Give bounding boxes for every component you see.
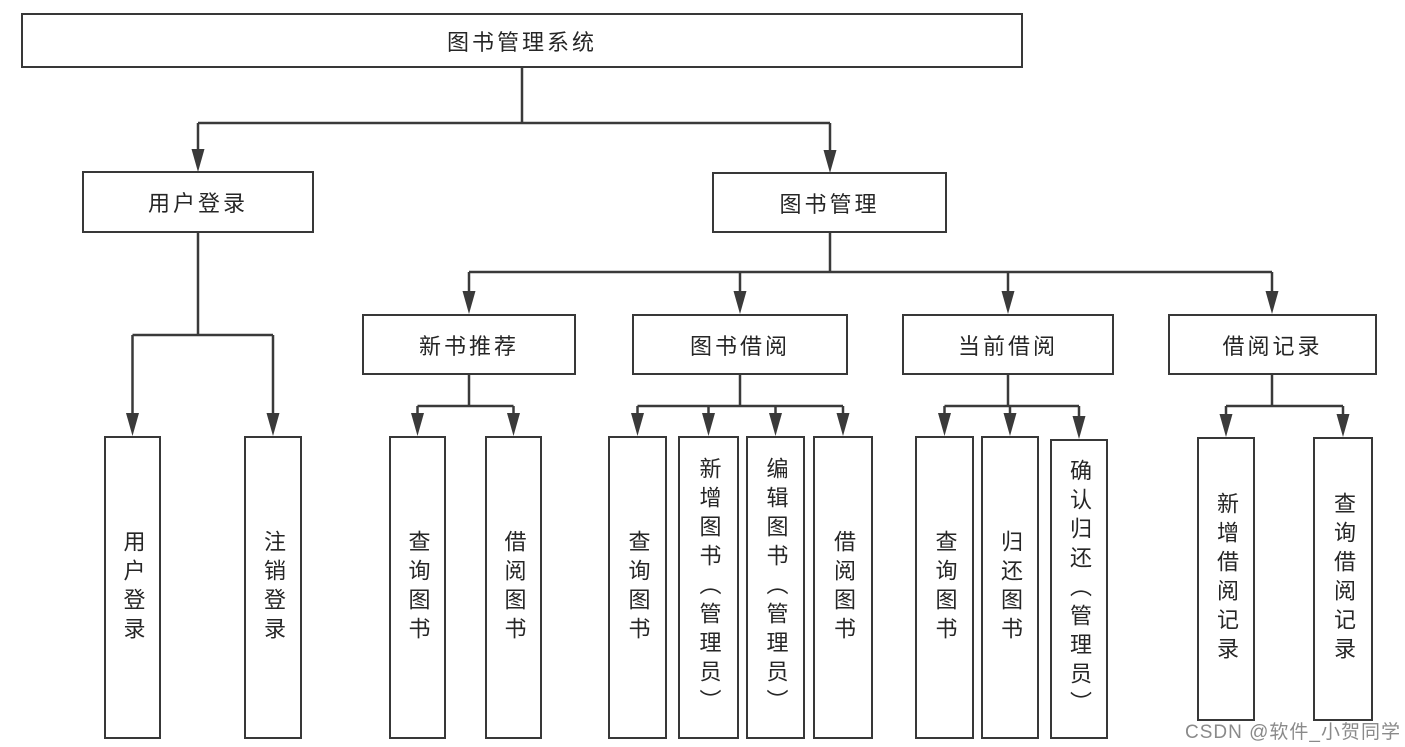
arrowhead-icon xyxy=(266,413,280,436)
arrowhead-icon xyxy=(631,413,644,436)
node-leaf-edit-book-admin: 编辑图书（管理员） xyxy=(746,436,805,739)
arrowhead-icon xyxy=(769,413,782,436)
node-leaf-confirm-return-admin: 确认归还（管理员） xyxy=(1050,439,1108,739)
node-label: 新增图书（管理员） xyxy=(696,457,722,718)
arrowhead-icon xyxy=(823,150,837,173)
arrowhead-icon xyxy=(126,413,139,436)
arrowhead-icon xyxy=(938,413,951,436)
arrowhead-icon xyxy=(1001,291,1015,314)
node-leaf-query-books-recommend: 查询图书 xyxy=(389,436,446,739)
arrowhead-icon xyxy=(733,291,747,314)
arrowhead-icon xyxy=(411,413,424,436)
arrowhead-icon xyxy=(191,149,205,172)
node-leaf-borrow-books-recommend: 借阅图书 xyxy=(485,436,542,739)
connector-currentborrow-branch xyxy=(944,375,1079,408)
arrowhead-icon xyxy=(1072,416,1086,439)
arrowhead-icon xyxy=(836,413,850,436)
watermark: CSDN @软件_小贺同学 xyxy=(1185,722,1401,743)
connector-userlogin-branch xyxy=(132,233,273,337)
arrowhead-icon xyxy=(507,413,520,436)
node-label: 用户登录 xyxy=(120,529,146,646)
arrowhead-icon xyxy=(462,291,476,314)
connector-root-to-level2 xyxy=(198,68,830,125)
node-leaf-query-books-borrow: 查询图书 xyxy=(608,436,667,739)
node-new-book-recommend: 新书推荐 xyxy=(362,314,576,375)
node-user-login: 用户登录 xyxy=(82,171,314,233)
node-leaf-query-borrow-record: 查询借阅记录 xyxy=(1313,437,1373,721)
node-label: 图书管理 xyxy=(779,191,880,217)
node-label: 图书借阅 xyxy=(689,333,790,359)
node-leaf-query-books-current: 查询图书 xyxy=(915,436,974,739)
node-label: 新增借阅记录 xyxy=(1214,492,1239,666)
node-label: 确认归还（管理员） xyxy=(1067,458,1092,720)
arrowhead-icon xyxy=(1003,413,1017,436)
node-leaf-borrow-books: 借阅图书 xyxy=(813,436,873,739)
arrowhead-icon xyxy=(1336,414,1350,437)
node-label: 新书推荐 xyxy=(418,333,519,359)
node-leaf-return-book: 归还图书 xyxy=(981,436,1039,739)
node-book-borrow: 图书借阅 xyxy=(632,314,848,375)
node-current-borrow: 当前借阅 xyxy=(902,314,1114,375)
node-leaf-add-borrow-record: 新增借阅记录 xyxy=(1197,437,1255,721)
node-leaf-add-book-admin: 新增图书（管理员） xyxy=(678,436,739,739)
node-label: 查询借阅记录 xyxy=(1331,492,1356,666)
arrowhead-icon xyxy=(1219,414,1233,437)
connector-newbook-branch xyxy=(417,375,514,408)
node-root-label: 图书管理系统 xyxy=(446,29,597,55)
node-label: 借阅图书 xyxy=(501,529,527,646)
arrowhead-icon xyxy=(702,413,715,436)
node-label: 借阅图书 xyxy=(831,529,856,646)
node-borrow-records: 借阅记录 xyxy=(1168,314,1377,375)
connector-bookmgmt-branch xyxy=(469,233,1272,274)
node-label: 注销登录 xyxy=(261,529,286,646)
node-label: 借阅记录 xyxy=(1222,333,1323,359)
node-label: 查询图书 xyxy=(625,529,651,646)
node-label: 查询图书 xyxy=(405,529,431,646)
node-book-management: 图书管理 xyxy=(712,172,947,233)
node-root: 图书管理系统 xyxy=(21,13,1023,68)
arrowhead-icon xyxy=(1265,291,1279,314)
node-leaf-user-login: 用户登录 xyxy=(104,436,161,739)
connector-borrowrecord-branch xyxy=(1226,375,1343,408)
node-label: 用户登录 xyxy=(147,191,248,216)
node-label: 查询图书 xyxy=(932,529,958,646)
node-label: 当前借阅 xyxy=(957,333,1058,359)
node-label: 编辑图书（管理员） xyxy=(763,457,789,718)
node-label: 归还图书 xyxy=(998,529,1023,646)
connector-bookborrow-branch xyxy=(637,375,843,408)
node-leaf-logout: 注销登录 xyxy=(244,436,302,739)
